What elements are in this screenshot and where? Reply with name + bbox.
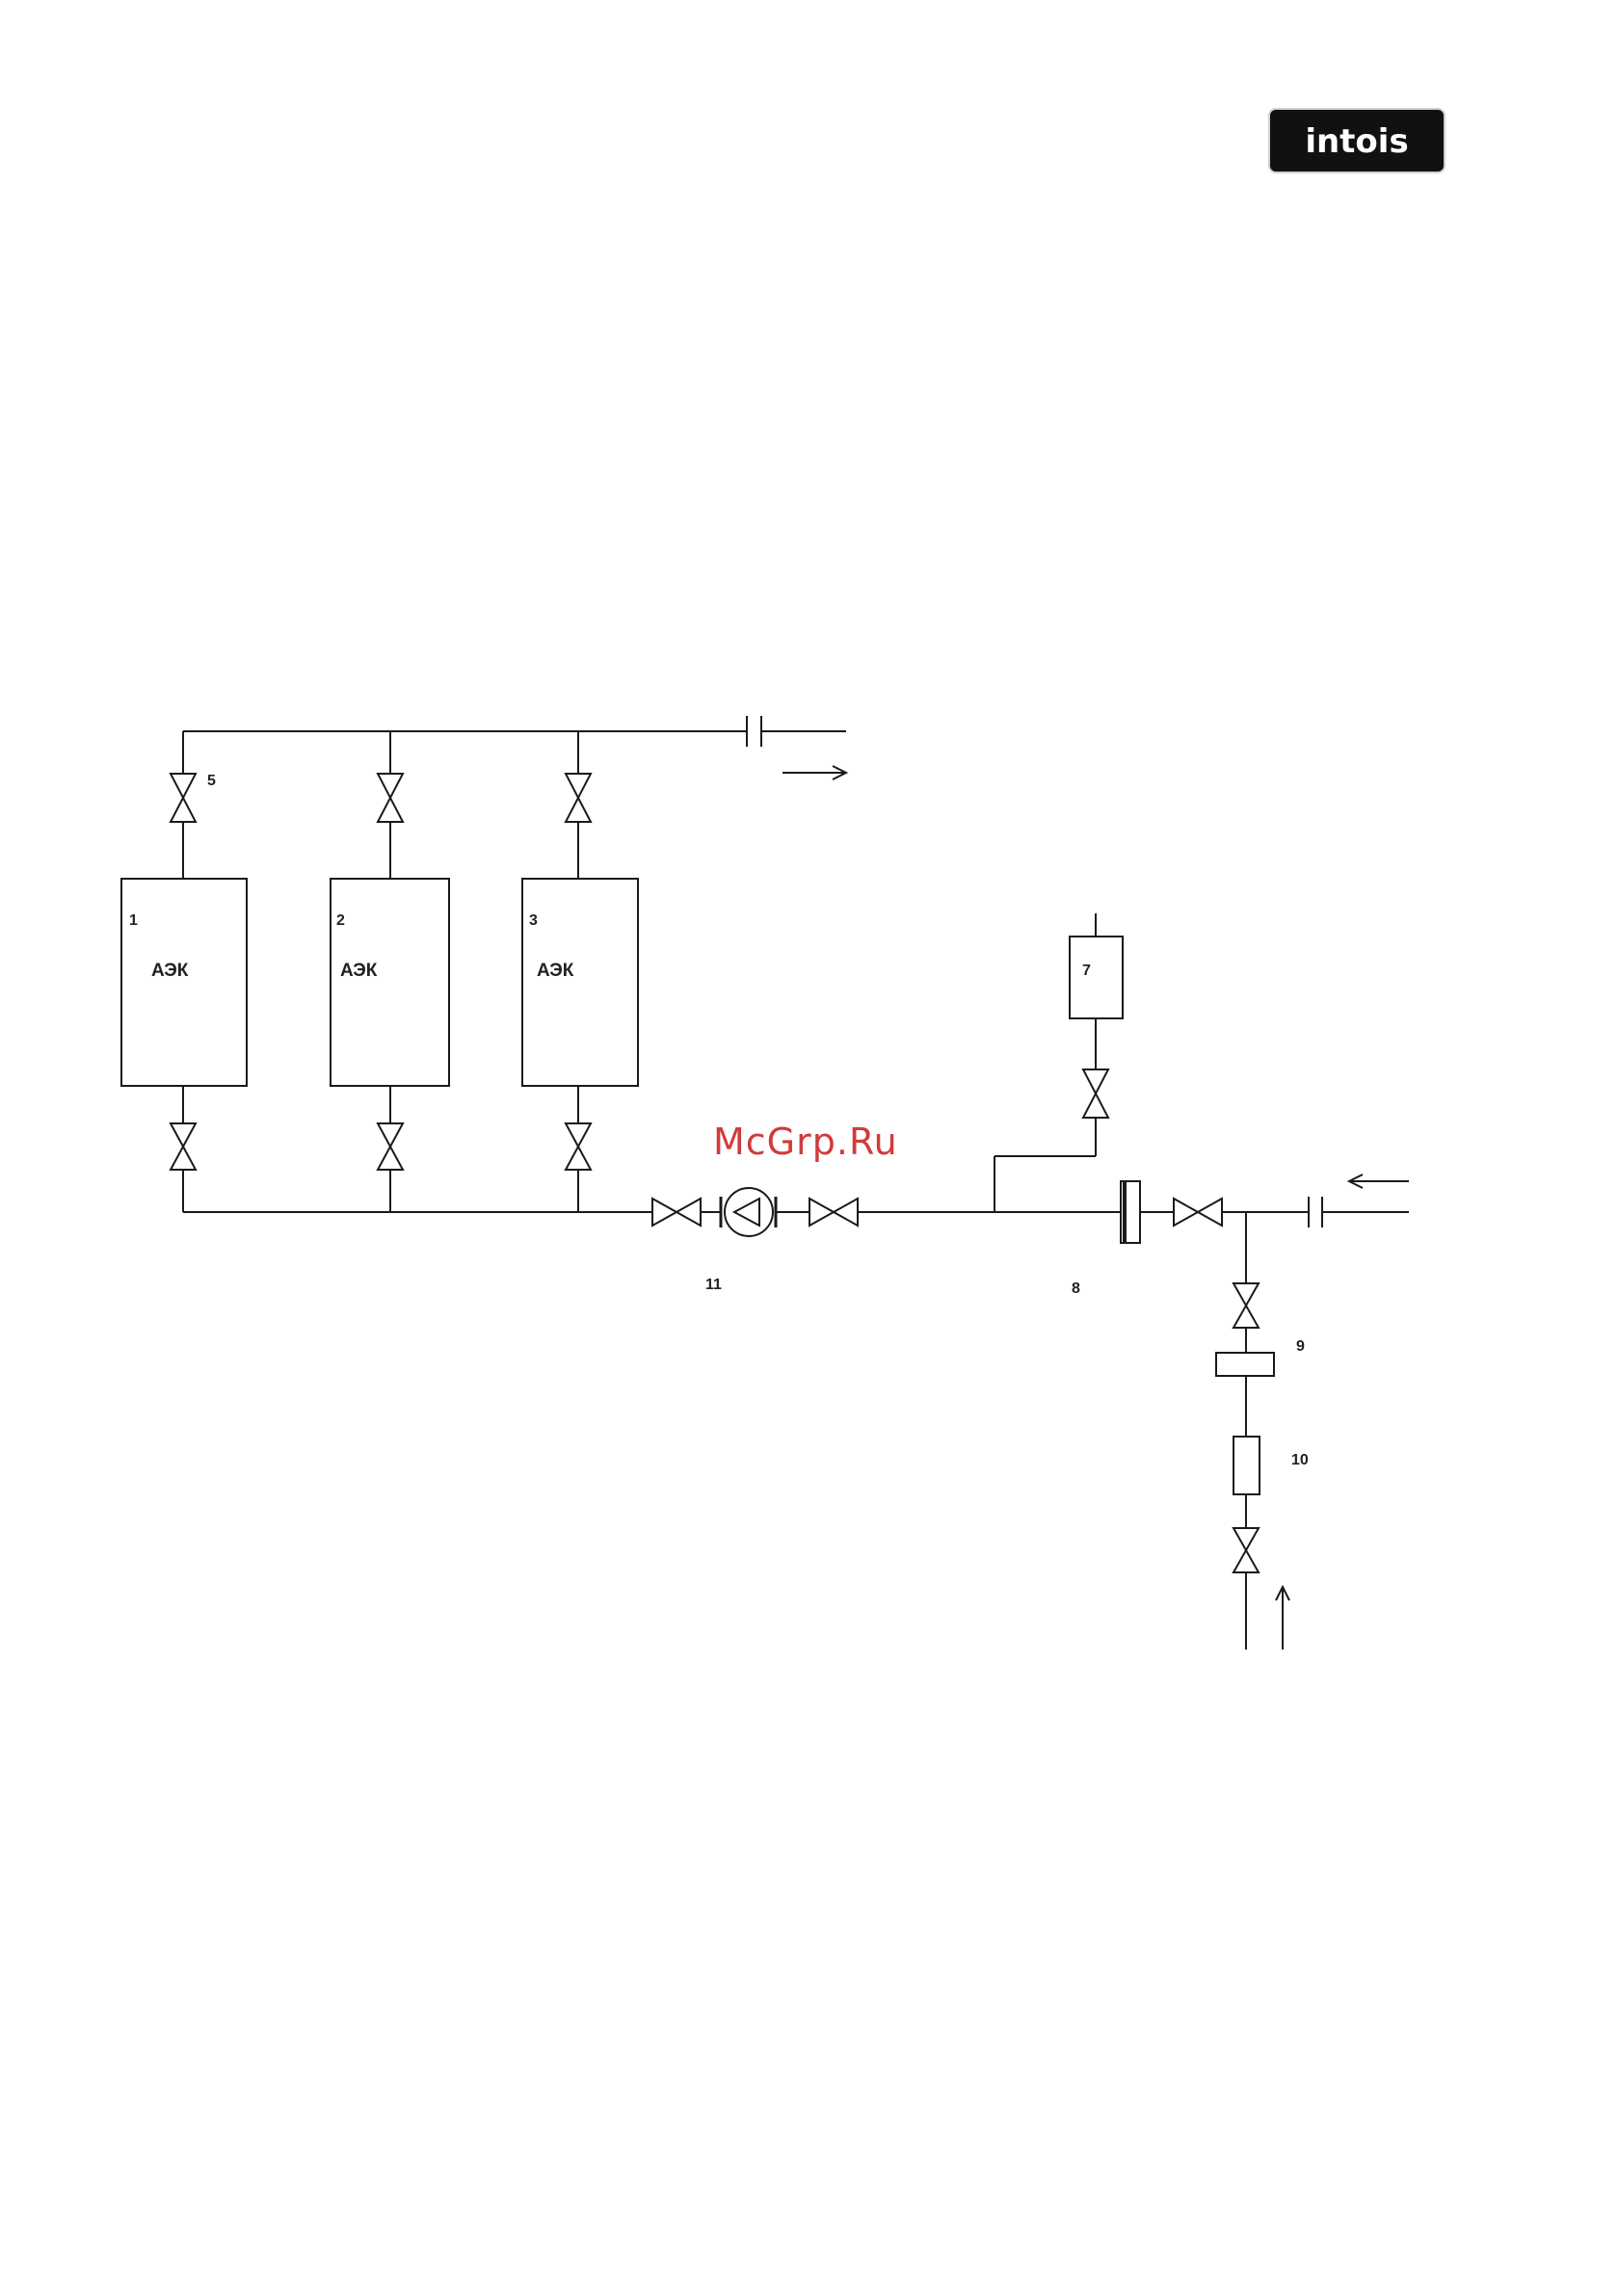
filter-10 (1233, 1437, 1260, 1494)
outlet-flange-connection (747, 716, 761, 747)
label-valve-5: 5 (207, 773, 216, 789)
label-element-9: 9 (1296, 1338, 1305, 1355)
label-unit-2: 2 (336, 912, 345, 929)
label-unit-3: 3 (529, 912, 538, 929)
inlet-valve-icon (1174, 1199, 1222, 1226)
inlet-flow-arrow (1349, 1174, 1409, 1188)
lower-valve-1-icon (171, 1123, 196, 1170)
aek-unit-3 (522, 879, 638, 1086)
label-unit-1: 1 (129, 912, 138, 929)
lower-valve-2-icon (378, 1123, 403, 1170)
flowmeter-8-icon (1121, 1181, 1140, 1243)
aek-unit-1 (121, 879, 247, 1086)
label-flowmeter-8: 8 (1072, 1280, 1080, 1297)
unit-1-type: АЭК (151, 961, 189, 981)
upper-valve-3-icon (566, 774, 591, 822)
unit-3-type: АЭК (537, 961, 574, 981)
upper-valve-2-icon (378, 774, 403, 822)
pump-inlet-valve-icon (652, 1199, 701, 1226)
drain-valve-lower-icon (1233, 1528, 1259, 1572)
label-tank-7: 7 (1082, 963, 1091, 979)
tank-branch-pipe (995, 1118, 1096, 1212)
inlet-flange-connection (1309, 1197, 1322, 1227)
drain-flow-arrow (1276, 1587, 1289, 1649)
unit-2-type: АЭК (340, 961, 378, 981)
pump-11-icon (721, 1188, 776, 1236)
watermark-text: McGrp.Ru (713, 1121, 898, 1163)
pump-outlet-valve-icon (809, 1199, 858, 1226)
tank-7-valve-icon (1083, 1069, 1108, 1118)
drain-valve-upper-icon (1233, 1283, 1259, 1328)
label-filter-10: 10 (1291, 1452, 1309, 1468)
label-pump-11: 11 (705, 1277, 722, 1293)
element-9 (1216, 1353, 1274, 1376)
aek-unit-2 (331, 879, 449, 1086)
valve-5-icon (171, 774, 196, 822)
lower-valve-3-icon (566, 1123, 591, 1170)
tank-7 (1070, 937, 1123, 1018)
outlet-flow-arrow (782, 766, 846, 779)
